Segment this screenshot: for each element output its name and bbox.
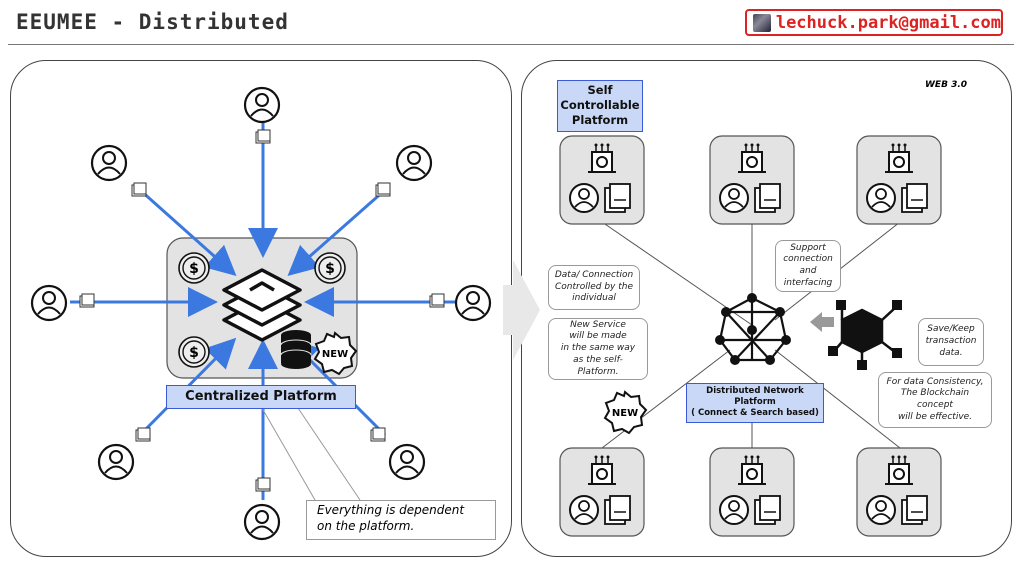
callout-line: and: [799, 266, 817, 276]
dependency-note-line: Everything is dependent: [317, 503, 465, 517]
callout-line: For data Consistency,: [886, 376, 984, 387]
folder-icon: [255, 129, 271, 144]
web3-tag: WEB 3.0: [925, 80, 968, 90]
callout-line: will be made: [569, 331, 627, 342]
left-arrow-icon: [810, 312, 834, 332]
coin-icon: [178, 336, 210, 368]
user-bottom-icon: [243, 503, 281, 541]
user-top-left-icon: [90, 144, 128, 182]
callout-line: Support: [790, 242, 826, 253]
email-badge[interactable]: lechuck.park@gmail.com: [745, 9, 1003, 36]
callout-save: Save/Keep transaction data.: [918, 318, 984, 366]
callout-line: The Blockchain concept: [900, 388, 970, 410]
new-badge-right-icon: [604, 391, 647, 434]
callout-line: in the same way: [560, 343, 636, 354]
node-card-bottom-2: [710, 448, 794, 536]
self-platform-line: Self: [587, 83, 613, 97]
coin-icon: [178, 252, 210, 284]
callout-line: connection: [783, 254, 833, 265]
callout-line: transaction: [925, 336, 977, 347]
callout-consistency: For data Consistency, The Blockchain con…: [878, 372, 992, 428]
user-left-icon: [30, 284, 68, 322]
callout-data-control: Data/ Connection Controlled by the indiv…: [548, 265, 640, 310]
folder-icon: [255, 477, 271, 492]
callout-line: interfacing: [783, 277, 833, 288]
centralized-platform-label: Centralized Platform: [166, 385, 356, 409]
node-card-bottom-3: [857, 448, 941, 536]
self-platform-label: Self Controllable Platform: [557, 80, 643, 132]
folder-icon: [135, 427, 151, 442]
folder-icon: [429, 293, 445, 308]
callout-line: Data/ Connection: [554, 269, 634, 280]
network-label-line: Distributed Network: [706, 386, 804, 396]
folder-icon: [370, 427, 386, 442]
distributed-network-label: Distributed Network Platform ( Connect &…: [686, 383, 824, 423]
network-label-line: ( Connect & Search based): [691, 408, 819, 419]
dependency-note: Everything is dependent on the platform.: [306, 500, 496, 540]
page-title: EEUMEE - Distributed: [16, 10, 289, 34]
node-card-bottom-1: [560, 448, 644, 536]
layers-stack-icon: [222, 268, 302, 342]
email-text: lechuck.park@gmail.com: [775, 12, 1001, 33]
folder-icon: [79, 293, 95, 308]
node-card-top-2: [710, 136, 794, 224]
user-bottom-right-icon: [388, 443, 426, 481]
folder-icon: [131, 182, 147, 197]
transition-arrow: [503, 260, 540, 360]
callout-line: Save/Keep: [927, 324, 975, 335]
blockchain-icon: [828, 300, 902, 370]
callout-support: Support connection and interfacing: [775, 240, 841, 292]
coin-icon: [314, 252, 346, 284]
user-top-right-icon: [395, 144, 433, 182]
self-platform-line: Platform: [571, 112, 629, 127]
callout-line: New Service: [570, 319, 626, 330]
dependency-note-line: on the platform.: [317, 518, 415, 533]
folder-icon: [375, 182, 391, 197]
header-divider: [8, 44, 1014, 45]
callout-line: will be effective.: [897, 411, 973, 422]
network-hub-icon: [715, 293, 791, 365]
callout-line: as the self-Platform.: [573, 354, 623, 377]
user-right-icon: [454, 284, 492, 322]
self-platform-line: Controllable: [560, 97, 640, 112]
callout-line: Controlled by the: [554, 281, 633, 292]
callout-line: data.: [939, 347, 963, 358]
author-logo-icon: [753, 13, 771, 32]
callout-new-service: New Service will be made in the same way…: [548, 318, 648, 380]
callout-line: individual: [572, 293, 616, 304]
node-card-top-3: [857, 136, 941, 224]
network-label-line: Platform: [734, 397, 776, 408]
user-top-icon: [243, 86, 281, 124]
database-icon: [280, 330, 312, 369]
user-bottom-left-icon: [97, 443, 135, 481]
node-card-top-1: [560, 136, 644, 224]
